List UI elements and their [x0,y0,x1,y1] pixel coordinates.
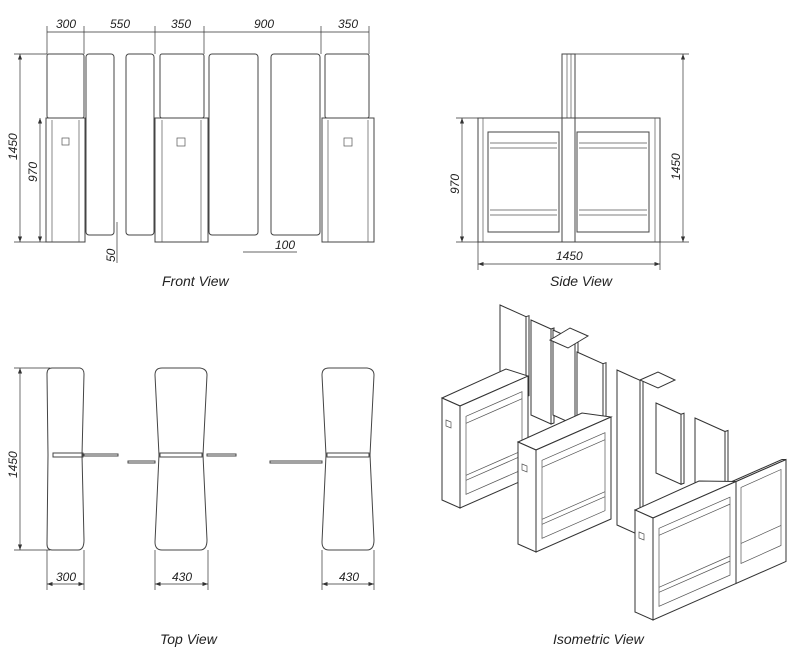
side-view: 970 1450 1450 Side View [448,53,689,289]
card-reader-icon [61,137,70,146]
front-dimensions: 300 550 350 900 350 1450 970 50 100 [6,17,370,263]
view-caption: Top View [160,631,218,647]
iso-door-rail [541,496,606,525]
dim-label: 100 [275,238,295,252]
dim-label: 550 [110,17,130,31]
iso-door-rail [465,450,523,476]
iso-door-rail [658,555,731,588]
view-caption: Front View [162,273,230,289]
view-caption: Isometric View [553,631,645,647]
top-flap [127,460,156,464]
card-reader-icon [521,463,528,473]
top-flap [269,460,323,464]
view-caption: Side View [550,273,613,289]
iso-door-rail [541,491,606,520]
dim-label: 50 [104,248,118,262]
dim-label: 430 [339,570,359,584]
dim-label: 350 [171,17,191,31]
iso-door-rail [465,455,523,481]
iso-door-frame [740,468,782,565]
card-reader-icon [343,137,353,147]
iso-glass-panel [530,319,552,425]
isometric-view: Isometric View [440,304,787,647]
iso-door-rail [541,439,606,468]
side-dimensions: 970 1450 1450 [448,53,689,270]
iso-door-rail [658,560,731,593]
iso-cabinet-side [441,397,461,509]
dim-label: 900 [254,17,274,31]
iso-cabinet-top [638,371,677,389]
side-center-panel [561,53,576,119]
iso-panel-edge [680,412,685,485]
dim-label: 430 [172,570,192,584]
front-glass-panel [85,53,115,236]
iso-cabinet-top [548,327,590,349]
front-left-cabinet [45,53,86,243]
side-door-right [576,131,650,233]
iso-cabinet-front [535,416,612,553]
dim-label: 300 [56,570,76,584]
iso-door-rail [740,525,782,544]
front-glass-panel [270,53,321,236]
dim-label: 1450 [669,153,683,180]
dim-label: 1450 [556,249,583,263]
dim-label: 1450 [6,133,20,160]
top-flap [206,453,237,457]
top-flap [83,453,119,457]
side-cabinet [477,117,661,243]
card-reader-icon [445,419,452,429]
dim-label: 970 [26,162,40,182]
front-middle-cabinet [154,53,209,243]
dim-label: 970 [448,174,462,194]
iso-door-rail [658,503,731,536]
dim-label: 300 [56,17,76,31]
iso-cabinet-side [517,441,537,553]
iso-cabinet-top [731,458,787,482]
front-glass-panel [125,53,155,236]
top-right-cabinet [321,367,375,551]
front-glass-panel [208,53,259,236]
front-view: 300 550 350 900 350 1450 970 50 100 Fron… [6,17,375,289]
isometric-assembly [440,304,787,621]
iso-door-frame [658,496,731,607]
dim-label: 1450 [6,451,20,478]
dim-label: 350 [338,17,358,31]
card-reader-icon [638,531,645,541]
iso-glass-panel [655,402,682,486]
top-middle-cabinet [154,367,208,551]
top-left-cabinet [46,367,85,551]
top-dimensions: 1450 300 430 430 [6,367,375,590]
side-door-left [487,131,560,233]
iso-cabinet-side [634,509,654,621]
card-reader-icon [176,137,186,147]
iso-door-frame [541,432,606,539]
iso-door-rail [465,398,523,424]
front-right-cabinet [321,53,375,243]
top-view: 1450 300 430 430 Top View [6,367,375,647]
